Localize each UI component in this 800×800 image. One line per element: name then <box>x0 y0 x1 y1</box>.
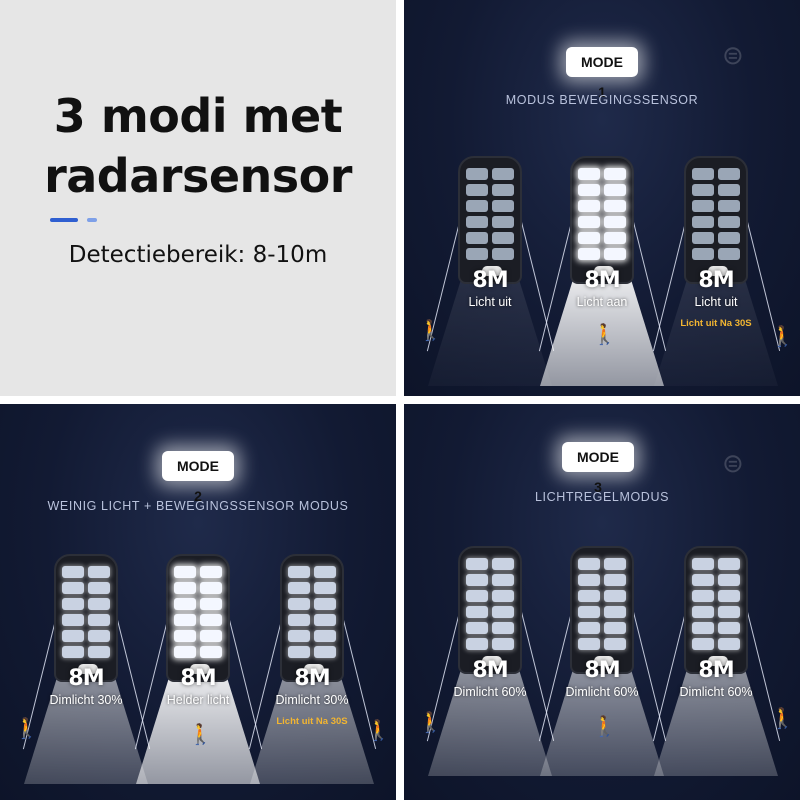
solar-street-lamp-icon <box>280 554 344 682</box>
solar-street-lamp-icon <box>458 156 522 284</box>
radar-sensor-icon <box>482 656 502 666</box>
mode-1-badge: MODE 1 <box>566 47 638 100</box>
solar-street-lamp-icon <box>684 156 748 284</box>
radar-sensor-icon <box>594 656 614 666</box>
accent-bar-long <box>50 218 78 222</box>
mode-3-panel: ⊜ MODE 3 LICHTREGELMODUS 8M Dimlicht 60% 8… <box>404 404 800 800</box>
detection-range-label: 8M <box>584 268 620 293</box>
detection-range-label: 8M <box>698 268 734 293</box>
radar-sensor-icon <box>78 664 98 674</box>
radar-sensor-icon <box>190 664 210 674</box>
radar-sensor-icon <box>708 266 728 276</box>
detection-range-label: 8M <box>294 666 330 691</box>
solar-street-lamp-icon <box>684 546 748 674</box>
solar-street-lamp-icon <box>570 156 634 284</box>
headline-line-1: 3 modi met <box>53 89 343 143</box>
person-walking-icon: 🚶 <box>418 712 443 734</box>
detection-range-label: 8M <box>584 658 620 683</box>
person-walking-icon: 🚶 <box>592 324 617 346</box>
headline: 3 modi met radarsensor <box>0 86 396 206</box>
person-walking-icon: 🚶 <box>770 326 795 348</box>
light-state-label: Dimlicht 60% <box>453 685 527 699</box>
solar-street-lamp-icon <box>458 546 522 674</box>
light-state-label: Licht uit <box>694 295 738 309</box>
mode-2-panel: MODE 2 WEINIG LICHT + BEWEGINGSSENSOR MO… <box>0 404 396 800</box>
mode-3-description: LICHTREGELMODUS <box>534 490 670 504</box>
brand-watermark-icon: ⊜ <box>722 448 744 478</box>
mode-3-badge: MODE 3 <box>562 442 634 495</box>
headline-line-2: radarsensor <box>44 149 352 203</box>
detection-range-label: 8M <box>472 268 508 293</box>
light-state-label: Licht aan <box>576 295 628 309</box>
solar-street-lamp-icon <box>166 554 230 682</box>
radar-sensor-icon <box>708 656 728 666</box>
light-state-label: Dimlicht 60% <box>565 685 639 699</box>
solar-street-lamp-icon <box>570 546 634 674</box>
light-state-label: Dimlicht 30% <box>275 693 349 707</box>
radar-sensor-icon <box>304 664 324 674</box>
mode-2-badge: MODE 2 <box>162 451 234 504</box>
light-state-label: Dimlicht 30% <box>49 693 123 707</box>
radar-sensor-icon <box>482 266 502 276</box>
solar-street-lamp-icon <box>54 554 118 682</box>
mode-1-panel: ⊜ MODE 1 MODUS BEWEGINGSSENSOR 8M Licht u… <box>404 0 800 396</box>
intro-panel: 3 modi met radarsensor Detectiebereik: 8… <box>0 0 396 396</box>
person-walking-icon: 🚶 <box>366 720 391 742</box>
auto-off-note: Licht uit Na 30S <box>276 716 348 727</box>
person-walking-icon: 🚶 <box>14 718 39 740</box>
person-walking-icon: 🚶 <box>188 724 213 746</box>
detection-range-label: 8M <box>180 666 216 691</box>
light-state-label: Dimlicht 60% <box>679 685 753 699</box>
detection-range-label: 8M <box>698 658 734 683</box>
person-walking-icon: 🚶 <box>592 716 617 738</box>
auto-off-note: Licht uit Na 30S <box>680 318 752 329</box>
accent-bar-short <box>87 218 97 222</box>
mode-2-description: WEINIG LICHT + BEWEGINGSSENSOR MODUS <box>47 499 349 513</box>
brand-watermark-icon: ⊜ <box>722 40 744 70</box>
radar-sensor-icon <box>594 266 614 276</box>
person-walking-icon: 🚶 <box>770 708 795 730</box>
person-walking-icon: 🚶 <box>418 320 443 342</box>
detection-range-subtitle: Detectiebereik: 8-10m <box>68 242 328 268</box>
mode-1-description: MODUS BEWEGINGSSENSOR <box>505 93 699 107</box>
light-state-label: Licht uit <box>468 295 512 309</box>
detection-range-label: 8M <box>68 666 104 691</box>
detection-range-label: 8M <box>472 658 508 683</box>
light-state-label: Helder licht <box>166 693 230 707</box>
